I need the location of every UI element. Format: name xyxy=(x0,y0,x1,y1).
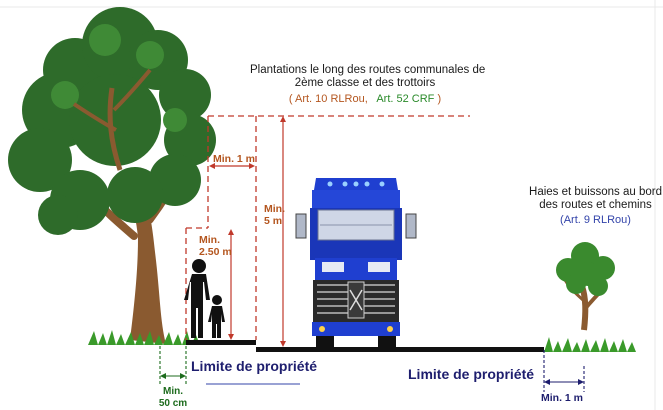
hedges-reference: (Art. 9 RLRou) xyxy=(560,214,631,226)
truck-icon xyxy=(295,178,417,347)
min-50cm-label: Min. 50 cm xyxy=(158,386,188,409)
left-bottom-dimension xyxy=(159,346,187,384)
min-1m-upper-label: Min. 1 m xyxy=(213,153,256,165)
tree-icon xyxy=(8,7,216,344)
ground-line xyxy=(186,340,544,352)
dimension-arrows xyxy=(209,116,286,347)
right-dimension xyxy=(543,350,585,392)
pedestrians-icon xyxy=(184,259,225,338)
min-250-label: Min. 2.50 m xyxy=(199,234,232,259)
grass-right-icon xyxy=(544,337,636,352)
plantations-reference: ( Art. 10 RLRou, Art. 52 CRF ) xyxy=(288,93,442,105)
clearance-envelope xyxy=(185,115,470,340)
property-limit-left: Limite de propriété xyxy=(191,358,318,374)
shrub-icon xyxy=(556,242,615,331)
min-1m-right-label: Min. 1 m xyxy=(541,392,584,404)
property-limit-right: Limite de propriété xyxy=(408,366,535,382)
hedges-title: Haies et buissons au bord des routes et … xyxy=(529,186,662,212)
plantations-title: Plantations le long des routes communale… xyxy=(250,64,486,90)
min-5m-label: Min. 5 m xyxy=(264,203,285,228)
